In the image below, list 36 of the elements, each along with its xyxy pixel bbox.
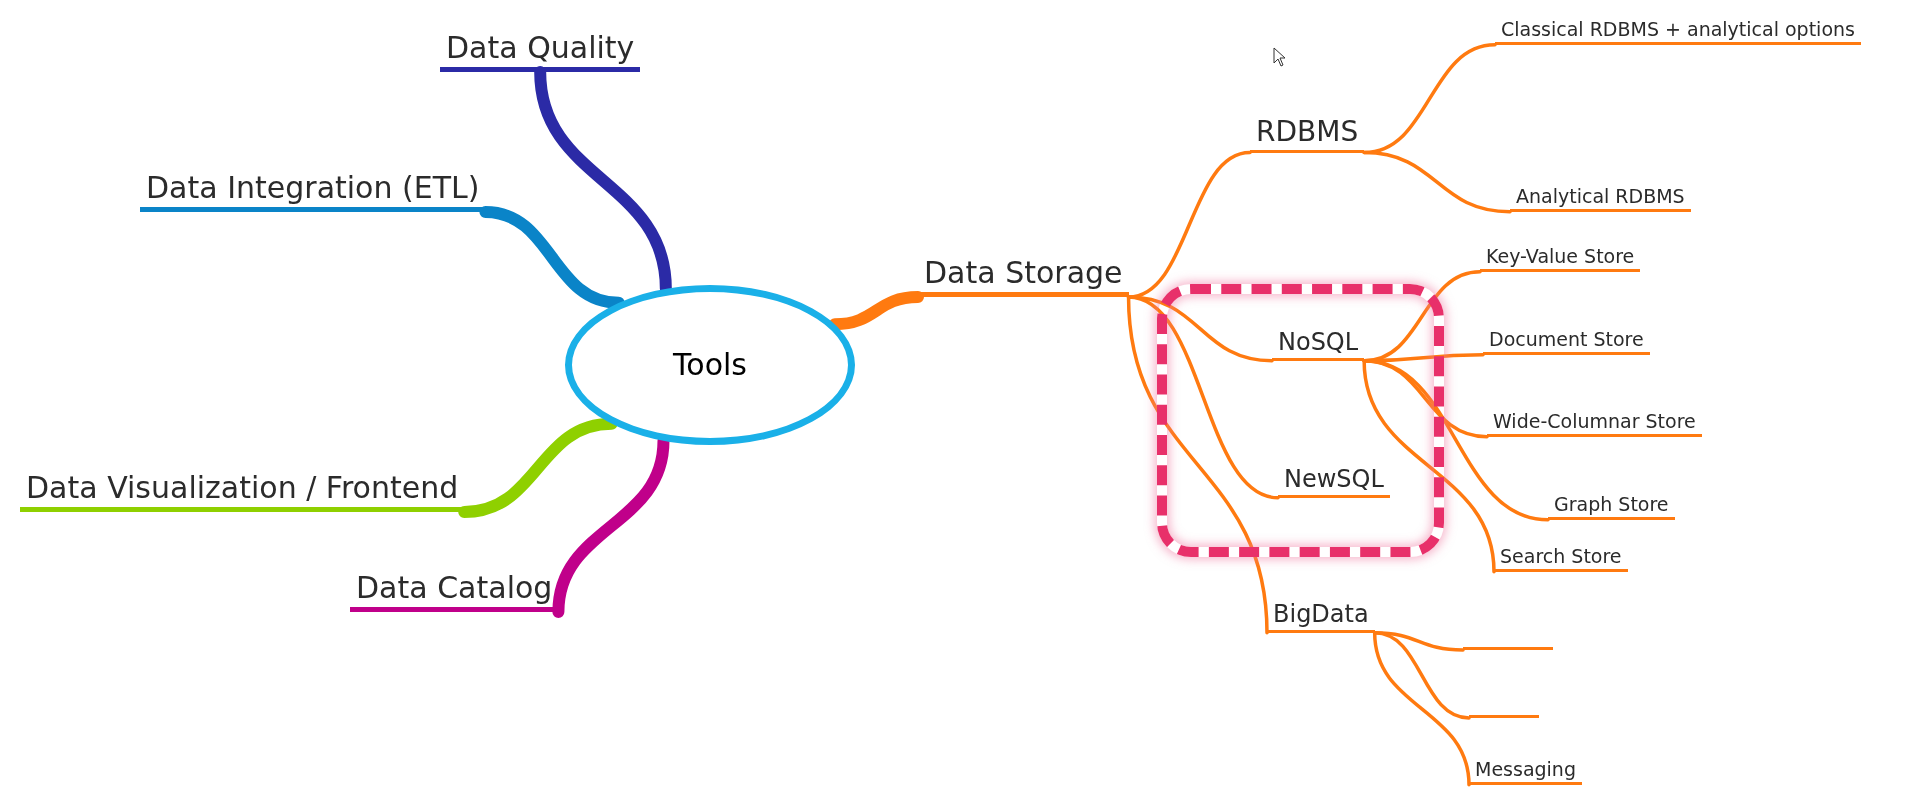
branch-topic bbox=[1494, 545, 1628, 572]
topic-label: NewSQL bbox=[1284, 465, 1384, 493]
branch-connector bbox=[1126, 295, 1269, 635]
branch-connector bbox=[458, 417, 618, 518]
topic-label: Data Integration (ETL) bbox=[146, 170, 480, 205]
topic-label: Wide-Columnar Store bbox=[1493, 410, 1696, 432]
topic-label: Data Quality bbox=[446, 30, 635, 65]
branch-topic bbox=[1267, 600, 1375, 633]
branch-connector bbox=[828, 291, 924, 331]
topic-label: BigData bbox=[1273, 600, 1369, 628]
topic-label: Key-Value Store bbox=[1486, 245, 1635, 267]
branch-topic bbox=[1495, 18, 1861, 45]
branch-connector bbox=[1362, 359, 1496, 574]
branch-topic bbox=[1469, 758, 1582, 785]
topic-label: Classical RDBMS + analytical options bbox=[1501, 18, 1855, 40]
topic-label: Document Store bbox=[1489, 328, 1644, 350]
branch-connector bbox=[479, 206, 625, 309]
topic-label: Analytical RDBMS bbox=[1516, 185, 1685, 207]
branch-connector bbox=[1372, 631, 1471, 787]
branch-topic bbox=[1480, 245, 1641, 272]
topic-label: Messaging bbox=[1475, 758, 1576, 780]
topic-label: Data Catalog bbox=[356, 570, 553, 605]
topic-label: Tools bbox=[673, 347, 747, 383]
topic-label: RDBMS bbox=[1256, 115, 1359, 148]
topic-label: Search Store bbox=[1500, 545, 1622, 567]
branch-topic bbox=[1548, 493, 1675, 520]
branch-connector bbox=[1126, 295, 1280, 500]
topic-label: Graph Store bbox=[1554, 493, 1669, 515]
branch-topic bbox=[1510, 185, 1691, 212]
branch-connector bbox=[1362, 150, 1512, 214]
branch-topic bbox=[1487, 410, 1702, 437]
branch-connector bbox=[1362, 359, 1550, 522]
dashed-highlight-box bbox=[1157, 284, 1444, 557]
topic-label: NoSQL bbox=[1278, 328, 1359, 356]
topic-label: Data Visualization / Frontend bbox=[26, 470, 459, 505]
topic-label: Data Storage bbox=[924, 255, 1123, 290]
